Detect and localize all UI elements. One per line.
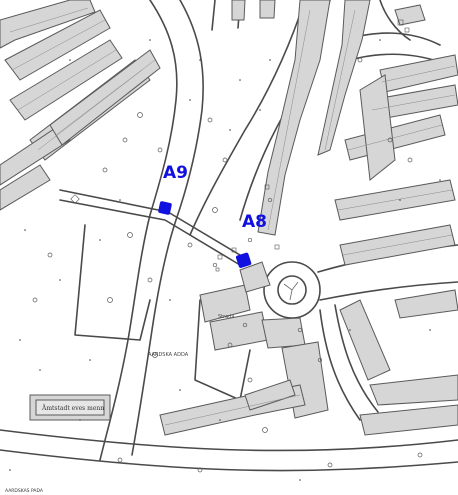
marker-a9[interactable]: A9: [158, 163, 188, 215]
tree-symbols: [32, 57, 423, 473]
buildings: [0, 0, 458, 436]
street-label-center: AARDSKA ADDA: [148, 352, 189, 358]
site-symbols: [70, 19, 410, 272]
marker-a8-square[interactable]: [235, 252, 252, 268]
building-label: Ämtstadt eves menn: [41, 405, 104, 412]
marker-a8-label: A8: [242, 212, 267, 232]
roof-details: [9, 7, 456, 426]
survey-points: [9, 39, 441, 481]
marker-a9-square[interactable]: [158, 201, 172, 215]
roundabout-feature: [283, 281, 299, 301]
road-lines: [0, 0, 458, 472]
street-label-bottom-left: AARDSKAS PADA: [5, 488, 44, 494]
marker-a9-label: A9: [163, 163, 188, 183]
marker-a8[interactable]: A8: [235, 212, 267, 269]
small-building-label: Strada: [218, 314, 235, 320]
